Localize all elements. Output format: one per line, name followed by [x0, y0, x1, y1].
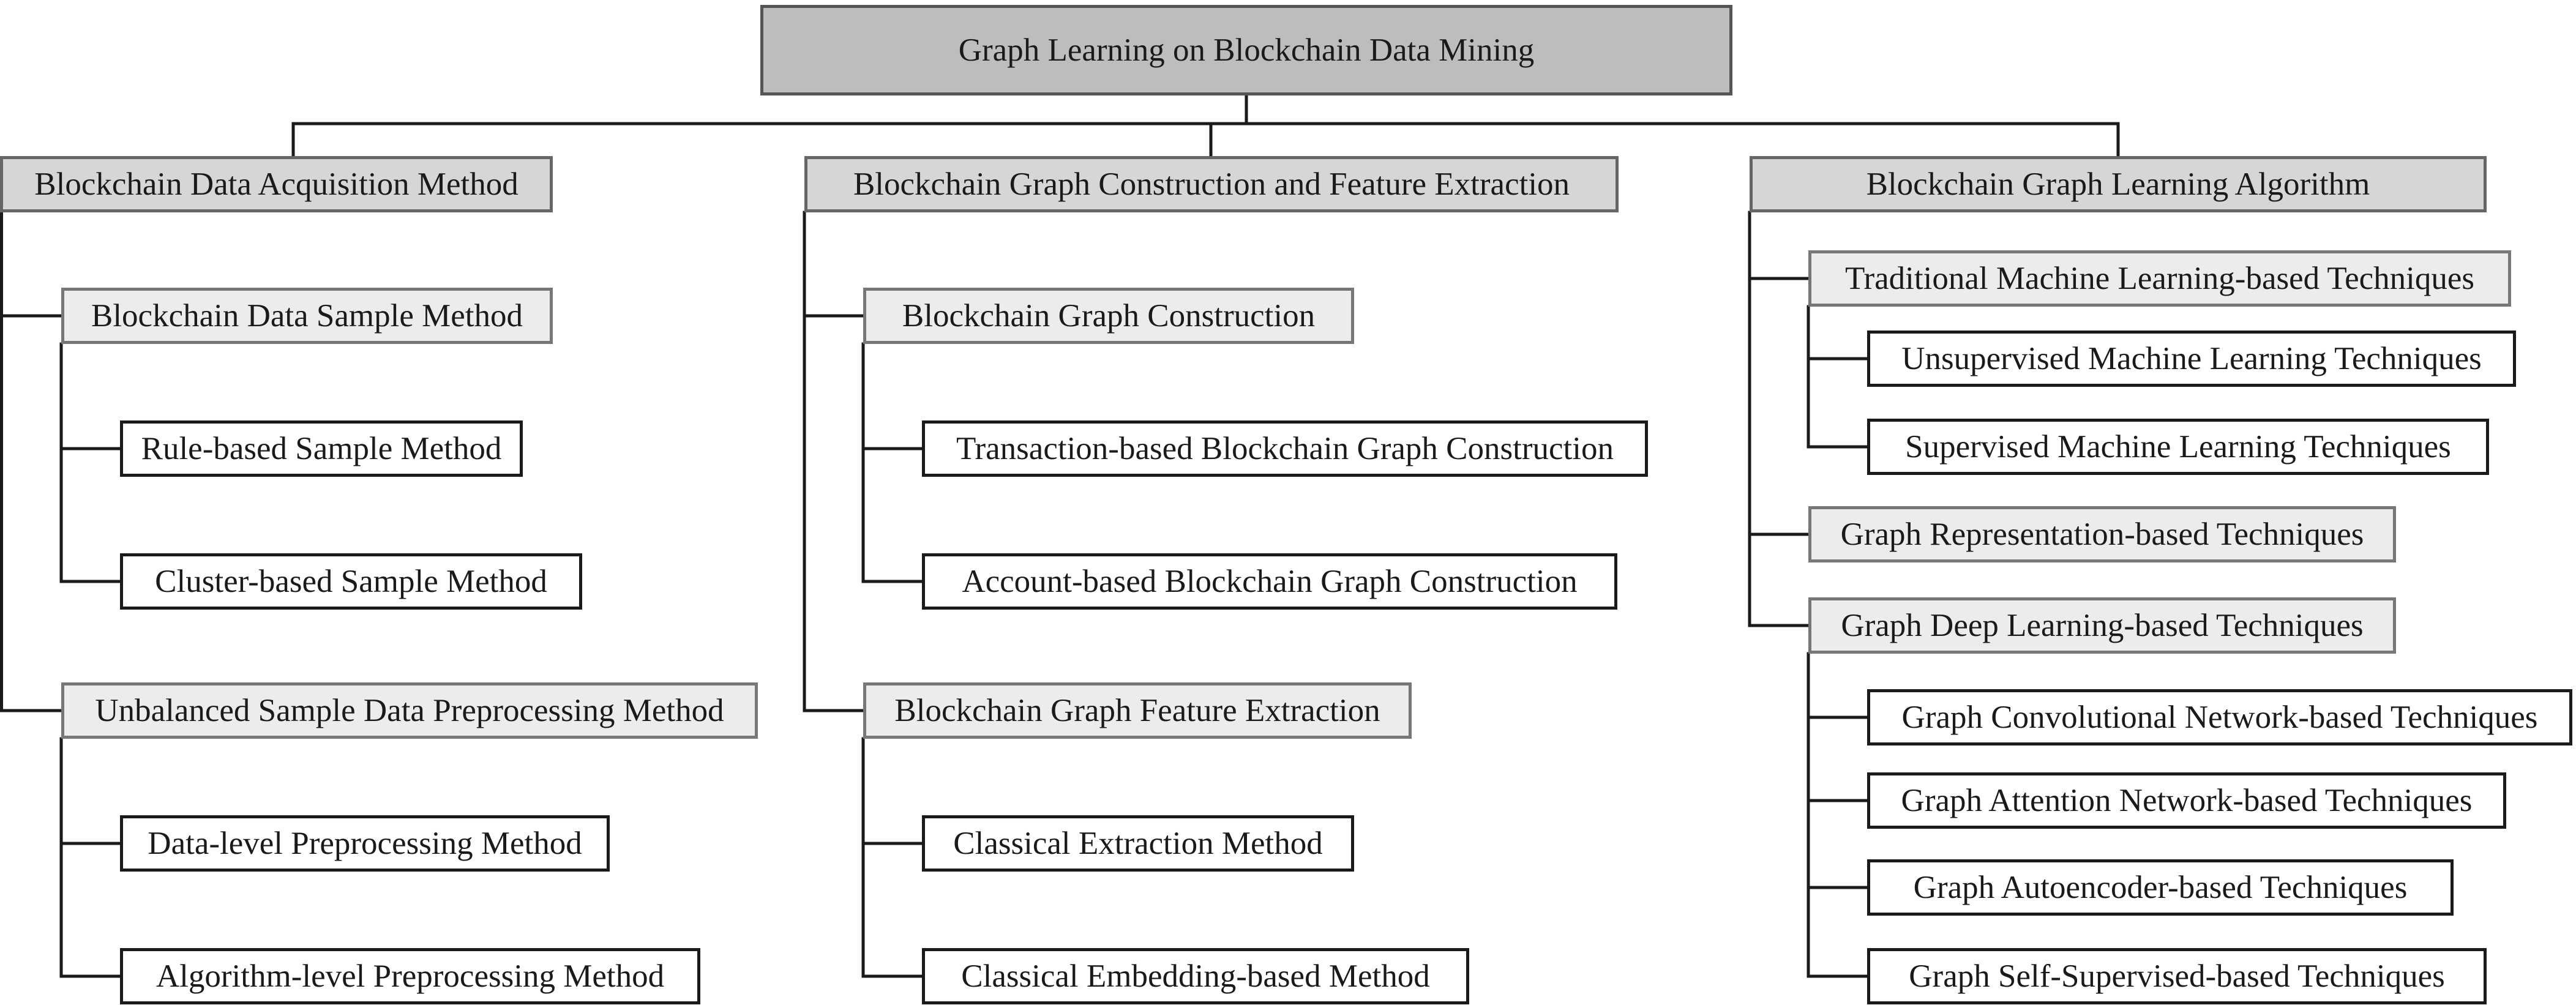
subcategory-node: Graph Representation-based Techniques [1808, 506, 2396, 562]
subcategory-node: Graph Deep Learning-based Techniques [1808, 597, 2396, 654]
subcategory-node: Unbalanced Sample Data Preprocessing Met… [61, 682, 758, 739]
subcategory-node: Blockchain Data Sample Method [61, 288, 553, 344]
root-node: Graph Learning on Blockchain Data Mining [760, 5, 1732, 95]
method-node: Classical Extraction Method [922, 815, 1354, 872]
method-node: Unsupervised Machine Learning Techniques [1867, 331, 2516, 387]
subcategory-node: Blockchain Graph Feature Extraction [863, 682, 1412, 739]
method-node: Account-based Blockchain Graph Construct… [922, 553, 1617, 610]
method-node: Cluster-based Sample Method [120, 553, 582, 610]
category-node: Blockchain Data Acquisition Method [0, 156, 553, 212]
method-node: Data-level Preprocessing Method [120, 815, 610, 872]
method-node: Graph Autoencoder-based Techniques [1867, 859, 2454, 916]
method-node: Supervised Machine Learning Techniques [1867, 419, 2489, 475]
category-node: Blockchain Graph Learning Algorithm [1750, 156, 2487, 212]
method-node: Classical Embedding-based Method [922, 948, 1469, 1004]
subcategory-node: Blockchain Graph Construction [863, 288, 1354, 344]
method-node: Graph Self-Supervised-based Techniques [1867, 948, 2487, 1004]
category-node: Blockchain Graph Construction and Featur… [804, 156, 1619, 212]
method-node: Algorithm-level Preprocessing Method [120, 948, 700, 1004]
method-node: Transaction-based Blockchain Graph Const… [922, 420, 1648, 477]
method-node: Graph Attention Network-based Techniques [1867, 772, 2506, 829]
method-node: Graph Convolutional Network-based Techni… [1867, 689, 2572, 745]
method-node: Rule-based Sample Method [120, 420, 523, 477]
subcategory-node: Traditional Machine Learning-based Techn… [1808, 250, 2511, 307]
